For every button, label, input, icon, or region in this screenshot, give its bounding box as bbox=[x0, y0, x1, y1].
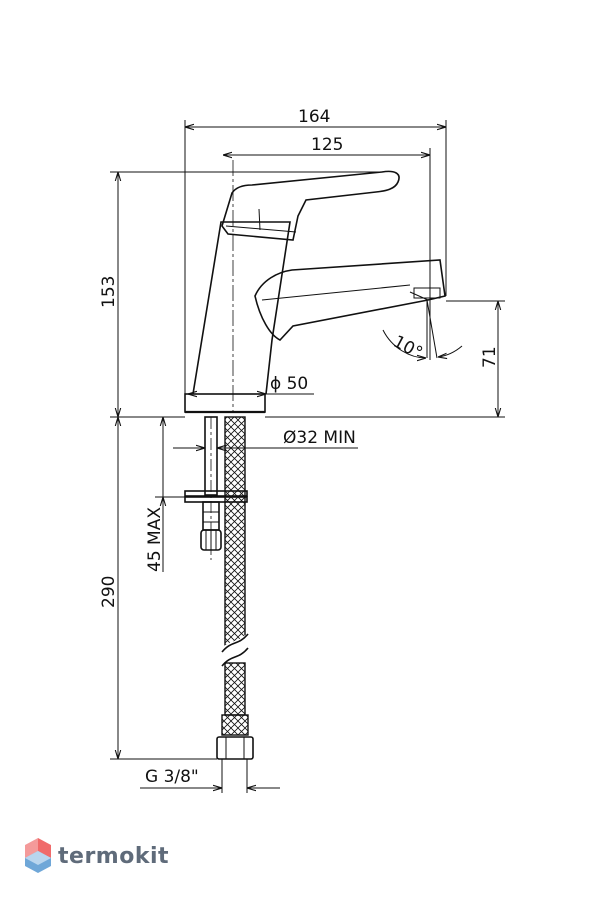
outlet-height-label: 71 bbox=[480, 346, 500, 368]
dimension-125: 125 bbox=[223, 135, 431, 360]
dimension-71: 71 bbox=[265, 300, 505, 418]
angle-10-degrees: 10° bbox=[382, 299, 463, 364]
mounting-shank bbox=[184, 416, 248, 560]
body-column bbox=[192, 221, 291, 395]
dimension-153: 153 bbox=[99, 171, 382, 418]
max-thickness-label: 45 MAX bbox=[145, 507, 165, 572]
termokit-logo: termokit bbox=[25, 838, 169, 873]
thread-label: G 3/8" bbox=[145, 767, 199, 787]
dimension-body-diameter: ϕ 50 bbox=[188, 374, 314, 394]
hose-length-label: 290 bbox=[99, 576, 119, 608]
logo-icon bbox=[25, 838, 51, 873]
logo-text: termokit bbox=[58, 844, 169, 869]
overall-width-label: 164 bbox=[298, 107, 330, 127]
dimension-290: 290 bbox=[99, 417, 217, 760]
body-diameter-label: ϕ 50 bbox=[270, 374, 308, 394]
dimension-45-max: 45 MAX bbox=[145, 416, 185, 572]
washer bbox=[184, 490, 248, 497]
braided-hose bbox=[214, 416, 255, 760]
height-label: 153 bbox=[99, 276, 119, 308]
hole-diameter-label: Ø32 MIN bbox=[283, 428, 356, 448]
base-plate bbox=[184, 393, 266, 413]
angle-label: 10° bbox=[390, 332, 426, 364]
hose-nut bbox=[216, 736, 254, 760]
dimension-164: 164 bbox=[184, 107, 447, 394]
crimp-sleeve bbox=[221, 714, 249, 736]
spout bbox=[254, 259, 446, 341]
spout-reach-label: 125 bbox=[311, 135, 343, 155]
dimension-hole-diameter: Ø32 MIN bbox=[173, 428, 358, 448]
lever-handle bbox=[221, 170, 400, 241]
dimension-thread: G 3/8" bbox=[140, 759, 280, 793]
